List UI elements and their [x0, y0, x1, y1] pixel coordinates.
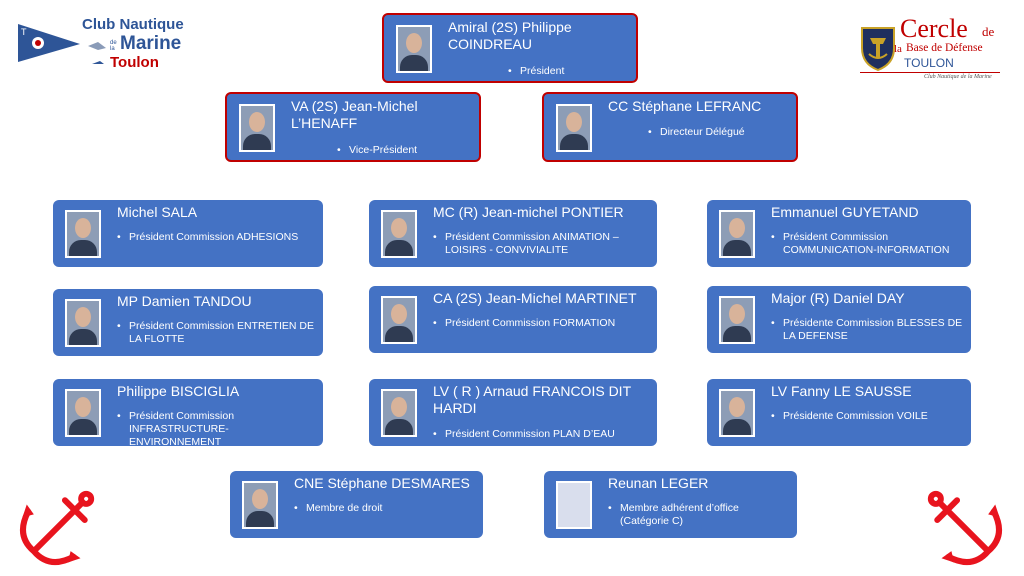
logo-line-de-la: de la [110, 40, 117, 52]
member-photo [719, 296, 755, 344]
member-role: Président Commission COMMUNICATION-INFOR… [771, 231, 967, 257]
anchor-icon [927, 490, 1002, 565]
logo-divider [860, 72, 1000, 73]
logo-cercle-title: Cercle [900, 14, 968, 43]
member-name: Major (R) Daniel DAY [771, 290, 905, 306]
member-photo [381, 296, 417, 344]
member-photo [381, 210, 417, 258]
pennant-flag-icon: T [18, 24, 106, 64]
member-name: LV ( R ) Arnaud FRANCOIS DIT HARDI [433, 383, 631, 416]
member-name: Emmanuel GUYETAND [771, 204, 919, 220]
logo-line-toulon: Toulon [110, 54, 159, 71]
member-name: Reunan LEGER [608, 475, 709, 491]
member-role: Président Commission FORMATION [433, 317, 653, 330]
member-name: CNE Stéphane DESMARES [294, 475, 470, 491]
member-role: Président Commission INFRASTRUCTURE-ENVI… [117, 410, 319, 449]
member-role: Président Commission ENTRETIEN DE LA FLO… [117, 320, 319, 346]
logo-line-toulon: TOULON [904, 56, 954, 70]
member-name: Amiral (2S) Philippe COINDREAU [448, 19, 572, 52]
member-photo [719, 389, 755, 437]
member-name: VA (2S) Jean-Michel L’HENAFF [291, 98, 418, 131]
member-name: CC Stéphane LEFRANC [608, 98, 762, 114]
crest-shield-icon [861, 27, 895, 72]
member-name: Michel SALA [117, 204, 198, 220]
logo-cercle-de: de [982, 24, 995, 39]
member-card-membre-de-droit: CNE Stéphane DESMARES Membre de droit [230, 471, 483, 538]
anchor-icon [20, 490, 95, 565]
member-role: Président Commission ANIMATION – LOISIRS… [433, 231, 653, 257]
member-photo [556, 104, 592, 152]
member-card-adhesions: Michel SALA Président Commission ADHESIO… [53, 200, 323, 267]
member-role: Président Commission ADHESIONS [117, 231, 319, 244]
cercle-base-defense-logo: Cercle de la Base de Défense TOULON Club… [858, 14, 1004, 88]
member-name: MC (R) Jean-michel PONTIER [433, 204, 624, 220]
member-name: LV Fanny LE SAUSSE [771, 383, 912, 399]
member-role: Directeur Délégué [648, 126, 792, 139]
member-photo [239, 104, 275, 152]
member-photo [65, 299, 101, 347]
member-card-entretien: MP Damien TANDOU Président Commission EN… [53, 289, 323, 356]
member-card-president: Amiral (2S) Philippe COINDREAU Président [382, 13, 638, 83]
logo-line-club-nautique: Club Nautique [82, 16, 184, 33]
member-card-infrastructure: Philippe BISCIGLIA Président Commission … [53, 379, 323, 449]
member-card-plan-d-eau: LV ( R ) Arnaud FRANCOIS DIT HARDI Prési… [369, 379, 657, 446]
logo-line-club-nautique: Club Nautique de la Marine [924, 74, 992, 80]
logo-line-marine: Marine [120, 33, 182, 54]
member-photo [381, 389, 417, 437]
member-photo [65, 389, 101, 437]
member-card-animation: MC (R) Jean-michel PONTIER Président Com… [369, 200, 657, 267]
member-photo [396, 25, 432, 73]
member-role: Membre de droit [294, 502, 479, 515]
member-card-formation: CA (2S) Jean-Michel MARTINET Président C… [369, 286, 657, 353]
member-card-communication: Emmanuel GUYETAND Président Commission C… [707, 200, 971, 267]
member-role: Président Commission PLAN D’EAU [433, 428, 653, 441]
member-card-voile: LV Fanny LE SAUSSE Présidente Commission… [707, 379, 971, 446]
member-card-vice-president: VA (2S) Jean-Michel L’HENAFF Vice-Présid… [225, 92, 481, 162]
flag-letter: T [21, 27, 27, 37]
member-card-directeur-delegue: CC Stéphane LEFRANC Directeur Délégué [542, 92, 798, 162]
club-nautique-logo: T Club Nautique de la Marine Toulon [16, 16, 186, 76]
member-role: Président [508, 65, 632, 78]
member-card-blesses: Major (R) Daniel DAY Présidente Commissi… [707, 286, 971, 353]
logo-line-la: la [894, 43, 902, 55]
member-role: Membre adhérent d’office (Catégorie C) [608, 502, 757, 528]
member-photo [65, 210, 101, 258]
member-name: MP Damien TANDOU [117, 293, 252, 309]
member-role: Vice-Président [337, 144, 475, 157]
member-role: Présidente Commission BLESSES DE LA DEFE… [771, 317, 967, 343]
member-photo-placeholder [556, 481, 592, 529]
member-role: Présidente Commission VOILE [771, 410, 967, 423]
member-card-membre-adherent: Reunan LEGER Membre adhérent d’office (C… [544, 471, 797, 538]
member-photo [719, 210, 755, 258]
logo-line-base-defense: Base de Défense [906, 42, 983, 54]
member-name: CA (2S) Jean-Michel MARTINET [433, 290, 637, 306]
member-name: Philippe BISCIGLIA [117, 383, 240, 399]
member-photo [242, 481, 278, 529]
